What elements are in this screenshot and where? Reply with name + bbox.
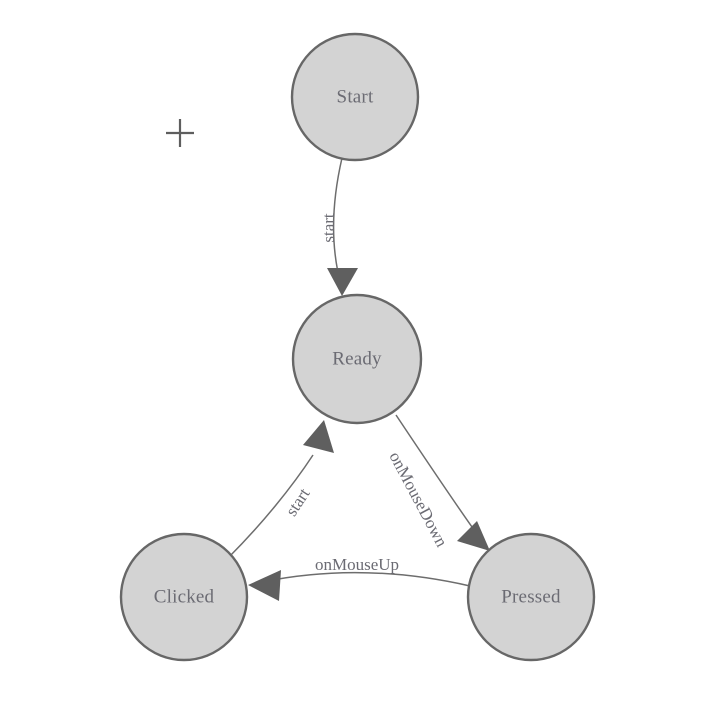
edge-label-pressed-to-clicked: onMouseUp: [315, 555, 399, 574]
node-label-start: Start: [337, 86, 374, 107]
node-circle-clicked: [119, 532, 249, 662]
node-label-pressed: Pressed: [501, 586, 561, 607]
crosshair-icon[interactable]: [166, 119, 194, 147]
arrowhead-start-to-ready: [327, 268, 358, 296]
node-circle-pressed: [466, 532, 596, 662]
edge-start-to-ready[interactable]: start: [319, 157, 358, 296]
edge-ready-to-pressed[interactable]: onMouseDown: [385, 414, 490, 551]
node-circle-start: [290, 32, 420, 162]
node-pressed[interactable]: Pressed: [466, 532, 596, 662]
node-circle-ready: [291, 293, 423, 425]
node-start[interactable]: Start: [290, 32, 420, 162]
edge-label-start-to-ready: start: [319, 213, 338, 243]
node-ready[interactable]: Ready: [291, 293, 423, 425]
node-clicked[interactable]: Clicked: [119, 532, 249, 662]
arrowhead-pressed-to-clicked: [248, 570, 281, 601]
node-label-ready: Ready: [332, 348, 382, 369]
node-label-clicked: Clicked: [154, 586, 215, 607]
arrowhead-clicked-to-ready: [303, 420, 334, 453]
edge-path-pressed-to-clicked: [261, 571, 471, 587]
edge-path-clicked-to-ready: [228, 454, 314, 558]
edge-clicked-to-ready[interactable]: start: [228, 420, 334, 558]
arrowhead-ready-to-pressed: [457, 521, 490, 551]
edge-pressed-to-clicked[interactable]: onMouseUp: [248, 555, 471, 601]
edge-label-ready-to-pressed: onMouseDown: [385, 449, 451, 551]
edge-label-clicked-to-ready: start: [282, 484, 314, 519]
